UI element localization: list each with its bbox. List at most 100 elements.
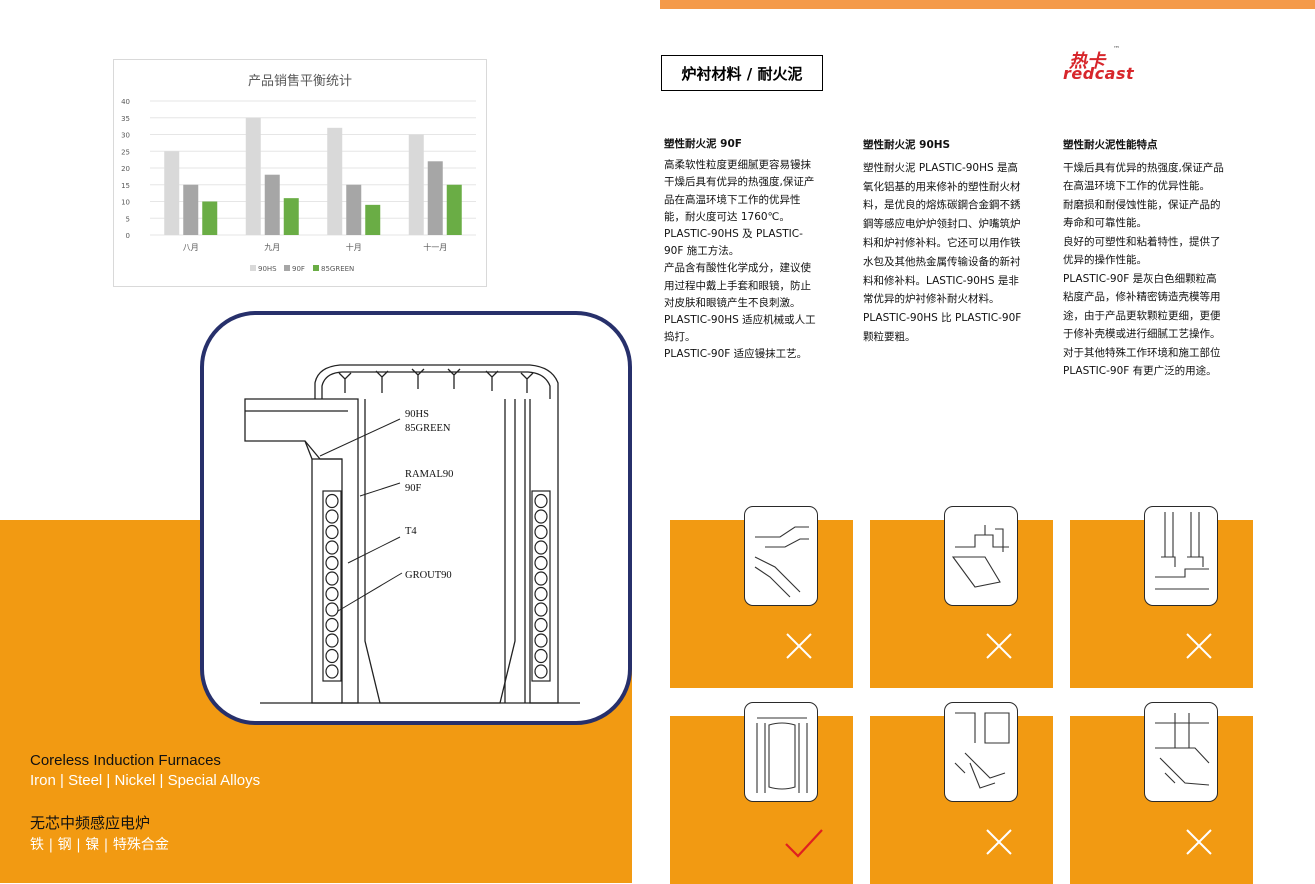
caption-en-sub: Iron | Steel | Nickel | Special Alloys [30,772,261,789]
column-line: PLASTIC-90F 是灰白色细颗粒高 [1063,272,1217,285]
check-icon [785,829,823,858]
x-tick-label: 十一月 [423,242,447,252]
column-line: PLASTIC-90HS 适应机械或人工 [664,314,816,327]
column-line: 捣打。 [664,331,696,344]
x-tick-label: 八月 [183,243,199,252]
caption-en-title: Coreless Induction Furnaces [30,752,221,769]
coil-ring [534,586,548,602]
y-tick-label: 35 [121,115,130,123]
column-line: 在高温环境下工作的优异性能。 [1063,180,1210,192]
bar-85green [365,204,381,235]
y-tick-label: 0 [126,232,130,240]
application-tile [870,702,1053,884]
y-tick-label: 5 [126,215,130,223]
furnace-label-ramal90: RAMAL90 [405,469,453,480]
coil-ring [325,540,339,555]
coil-ring [534,493,548,509]
column-line: 90F 施工方法。 [664,245,740,258]
top-accent-bar [660,0,1315,9]
logo-tm: ™ [1113,45,1120,53]
column-body: 干燥后具有优异的热强度,保证产品在高温环境下工作的优异性能。耐磨损和耐侵蚀性能，… [1063,159,1248,381]
column-line: 料和修补料。LASTIC-90HS 是非 [863,274,1019,287]
text-column-90f: 塑性耐火泥 90F 高柔软性粒度更细腻更容易镘抹干燥后具有优异的热强度,保证产品… [664,136,849,364]
y-tick-label: 30 [121,132,130,140]
cross-icon [986,633,1012,659]
column-line: 用过程中戴上手套和眼镜，防止 [664,279,811,292]
column-line: 对皮肤和眼镜产生不良刺激。 [664,296,801,309]
coil-ring [325,524,339,540]
coil-ring [325,617,339,633]
column-line: PLASTIC-90F 适应镘抹工艺。 [664,348,808,361]
column-line: 优异的操作性能。 [1063,254,1147,266]
application-tile [870,506,1053,688]
bar-85green [283,198,299,235]
bar-90hs [408,134,424,235]
column-line: PLASTIC-90HS 及 PLASTIC- [664,228,803,241]
coil-ring [325,633,339,648]
coil-stack-left [322,490,342,682]
y-tick-label: 40 [121,98,130,106]
application-drawing [944,506,1018,606]
column-line: 于修补壳模或进行细腻工艺操作。 [1063,328,1221,340]
column-heading: 塑性耐火泥 90HS [863,139,951,151]
bar-85green [446,184,462,235]
furnace-crucible [364,399,516,704]
column-line: PLASTIC-90F 有更广泛的用途。 [1063,365,1217,377]
furnace-dome [314,364,559,399]
column-line: 产品含有酸性化学成分，建议使 [664,262,811,275]
column-line: 寿命和可靠性能。 [1063,217,1147,229]
coil-ring [534,664,548,679]
column-line: 颗粒要粗。 [863,330,916,343]
application-drawing [744,702,818,802]
x-tick-label: 十月 [346,242,362,252]
coil-ring [534,540,548,555]
bar-90f [427,161,443,235]
coil-ring [534,648,548,664]
text-column-90hs: 塑性耐火泥 90HS 塑性耐火泥 PLASTIC-90HS 是高氧化铝基的用来修… [863,136,1048,347]
y-tick-label: 15 [121,182,130,190]
coil-ring [325,555,339,571]
bar-90hs [245,117,261,235]
application-tile [670,702,853,884]
coil-ring [534,633,548,648]
column-heading: 塑性耐火泥性能特点 [1063,139,1158,151]
column-line: 料，是优良的熔炼碳鋼合金鋼不銹 [863,199,1021,212]
bar-85green [202,201,218,235]
column-line: 干燥后具有优异的热强度,保证产 [664,176,815,189]
redcast-logo: 热卡 ™ redcast [1063,45,1163,87]
coil-ring [534,571,548,586]
caption-zh-sub: 铁 | 钢 | 镍 | 特殊合金 [30,837,169,853]
column-line: 良好的可塑性和粘着特性，提供了 [1063,235,1221,248]
section-title: 炉衬材料 / 耐火泥 [661,55,823,91]
application-drawing [1144,702,1218,802]
coil-ring [534,555,548,571]
column-body: 高柔软性粒度更细腻更容易镘抹干燥后具有优异的热强度,保证产品在高温环境下工作的优… [664,157,849,363]
text-column-features: 塑性耐火泥性能特点 干燥后具有优异的热强度,保证产品在高温环境下工作的优异性能。… [1063,136,1248,381]
coil-ring [325,664,339,679]
column-line: 途，由于产品更软颗粒更细，更便 [1063,309,1221,322]
column-body: 塑性耐火泥 PLASTIC-90HS 是高氧化铝基的用来修补的塑性耐火材料，是优… [863,159,1048,347]
furnace-label-t4: T4 [405,526,417,537]
coil-housing [322,490,342,682]
furnace-label-85green: 85GREEN [405,423,451,434]
x-tick-label: 九月 [264,243,280,252]
logo-en: redcast [1063,64,1135,83]
bar-90hs [164,151,180,235]
coil-ring [325,493,339,509]
bar-90f [346,184,362,235]
y-tick-label: 20 [121,165,130,173]
application-tile [670,506,853,688]
column-heading: 塑性耐火泥 90F [664,138,742,150]
coil-ring [325,602,339,617]
legend-label: 90F [292,265,305,273]
column-line: 塑性耐火泥 PLASTIC-90HS 是高 [863,161,1018,174]
furnace-label-grout90: GROUT90 [405,570,452,581]
column-line: 耐磨损和耐侵蚀性能，保证产品的 [1063,198,1221,211]
column-line: 鋼等感应电炉炉领封口、炉嘴筑炉 [863,218,1021,231]
cross-icon [986,829,1012,855]
cross-icon [786,633,812,659]
application-drawing [744,506,818,606]
application-tile [1070,506,1253,688]
furnace-label-90hs: 90HS [405,409,429,420]
